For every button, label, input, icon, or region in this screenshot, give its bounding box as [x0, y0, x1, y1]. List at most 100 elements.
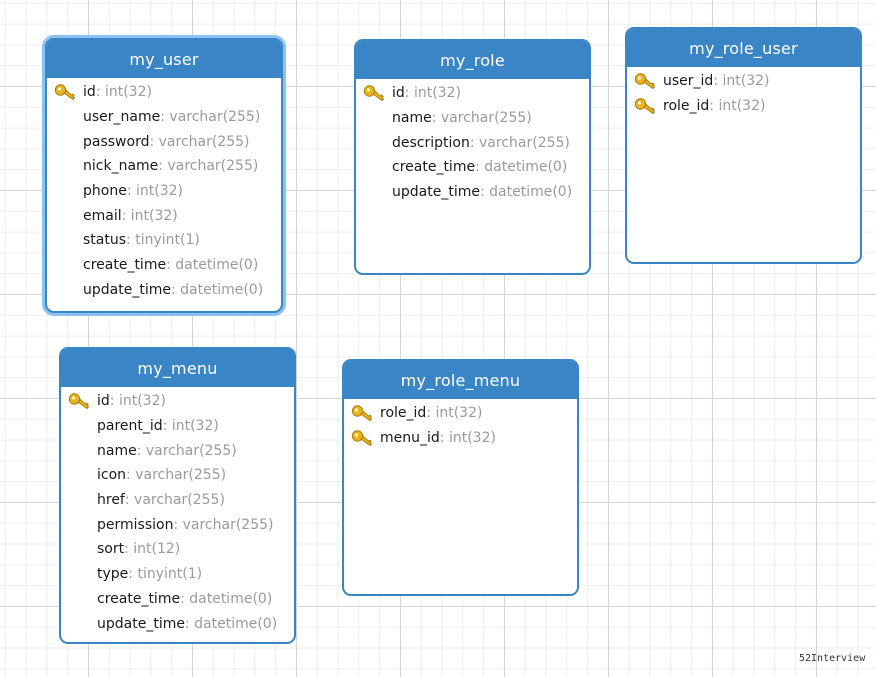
- field-list: id: int(32)name: varchar(255)description…: [356, 79, 589, 204]
- field-list: id: int(32)user_name: varchar(255)passwo…: [47, 78, 281, 302]
- table-header[interactable]: my_menu: [61, 349, 294, 387]
- field-type: : varchar(255): [160, 109, 261, 126]
- field-row[interactable]: permission: varchar(255): [61, 512, 294, 537]
- primary-key-icon: [634, 98, 655, 114]
- field-row[interactable]: status: tinyint(1): [47, 228, 281, 253]
- field-type: : int(32): [709, 98, 766, 115]
- field-row[interactable]: id: int(32): [61, 389, 294, 414]
- field-row[interactable]: icon: varchar(255): [61, 463, 294, 488]
- field-type: : datetime(0): [184, 615, 278, 632]
- field-name: description: [392, 134, 470, 151]
- primary-key-icon: [68, 393, 89, 410]
- field-type: : int(32): [109, 393, 166, 410]
- field-name: id: [97, 393, 110, 410]
- field-type: : varchar(255): [149, 133, 250, 150]
- field-type: : int(32): [95, 84, 152, 101]
- field-name: phone: [83, 183, 127, 200]
- table-header[interactable]: my_role: [356, 41, 589, 79]
- field-row[interactable]: update_time: datetime(0): [47, 278, 281, 303]
- field-name: email: [83, 207, 122, 224]
- field-name: status: [83, 232, 127, 249]
- field-type: : varchar(255): [469, 134, 570, 151]
- primary-key-icon: [634, 73, 655, 90]
- field-name: id: [83, 84, 96, 101]
- field-type: : datetime(0): [166, 257, 259, 274]
- field-name: create_time: [83, 257, 167, 274]
- field-name: type: [97, 566, 129, 583]
- field-row[interactable]: role_id: int(32): [344, 401, 577, 426]
- field-row[interactable]: nick_name: varchar(255): [47, 154, 281, 179]
- field-type: : varchar(255): [126, 467, 227, 484]
- field-type: : datetime(0): [479, 184, 573, 201]
- field-type: : int(32): [404, 85, 461, 102]
- field-row[interactable]: name: varchar(255): [61, 438, 294, 463]
- field-row[interactable]: sort: int(12): [61, 537, 294, 562]
- field-row[interactable]: user_name: varchar(255): [47, 105, 281, 130]
- key-slot: [47, 83, 83, 101]
- primary-key-icon: [351, 430, 372, 446]
- field-row[interactable]: update_time: datetime(0): [61, 611, 294, 636]
- field-type: : varchar(255): [136, 442, 237, 459]
- field-row[interactable]: password: varchar(255): [47, 129, 281, 154]
- key-slot: [627, 97, 663, 115]
- field-name: update_time: [97, 615, 185, 632]
- field-type: : datetime(0): [475, 159, 568, 176]
- field-type: : int(32): [426, 405, 483, 422]
- field-name: create_time: [392, 159, 476, 176]
- field-name: parent_id: [97, 418, 163, 435]
- field-row[interactable]: type: tinyint(1): [61, 562, 294, 587]
- field-type: : tinyint(1): [128, 566, 203, 583]
- field-row[interactable]: user_id: int(32): [627, 69, 860, 94]
- field-list: role_id: int(32)menu_id: int(32): [344, 399, 577, 450]
- field-row[interactable]: phone: int(32): [47, 179, 281, 204]
- key-slot: [61, 392, 97, 410]
- field-type: : int(32): [713, 73, 770, 90]
- field-row[interactable]: email: int(32): [47, 203, 281, 228]
- field-name: user_id: [663, 73, 714, 90]
- field-name: role_id: [380, 405, 427, 422]
- field-type: : int(12): [124, 541, 181, 558]
- key-slot: [356, 84, 392, 102]
- field-row[interactable]: menu_id: int(32): [344, 426, 577, 451]
- key-slot: [344, 404, 380, 422]
- field-row[interactable]: update_time: datetime(0): [356, 180, 589, 205]
- field-name: user_name: [83, 109, 161, 126]
- field-name: name: [97, 442, 137, 459]
- field-type: : datetime(0): [170, 281, 264, 298]
- primary-key-icon: [363, 85, 384, 102]
- field-type: : varchar(255): [124, 492, 225, 509]
- field-type: : int(32): [126, 183, 183, 200]
- field-name: icon: [97, 467, 127, 484]
- table-header[interactable]: my_role_menu: [344, 361, 577, 399]
- field-type: : varchar(255): [158, 158, 259, 175]
- field-name: update_time: [392, 184, 480, 201]
- field-row[interactable]: create_time: datetime(0): [356, 155, 589, 180]
- field-name: update_time: [83, 281, 171, 298]
- field-row[interactable]: description: varchar(255): [356, 130, 589, 155]
- field-name: role_id: [663, 98, 710, 115]
- field-row[interactable]: id: int(32): [356, 81, 589, 106]
- field-row[interactable]: role_id: int(32): [627, 94, 860, 119]
- field-type: : int(32): [439, 430, 496, 447]
- field-type: : varchar(255): [431, 110, 532, 127]
- field-type: : varchar(255): [173, 516, 274, 533]
- table-header[interactable]: my_role_user: [627, 29, 860, 67]
- field-row[interactable]: href: varchar(255): [61, 488, 294, 513]
- primary-key-icon: [351, 405, 372, 422]
- field-row[interactable]: create_time: datetime(0): [61, 587, 294, 612]
- field-row[interactable]: create_time: datetime(0): [47, 253, 281, 278]
- field-type: : tinyint(1): [126, 232, 200, 249]
- field-name: menu_id: [380, 430, 440, 447]
- field-type: : int(32): [121, 207, 178, 224]
- field-name: id: [392, 85, 405, 102]
- field-row[interactable]: name: varchar(255): [356, 106, 589, 131]
- field-row[interactable]: parent_id: int(32): [61, 414, 294, 439]
- field-row[interactable]: id: int(32): [47, 80, 281, 105]
- table-header[interactable]: my_user: [47, 40, 281, 78]
- field-type: : int(32): [162, 418, 219, 435]
